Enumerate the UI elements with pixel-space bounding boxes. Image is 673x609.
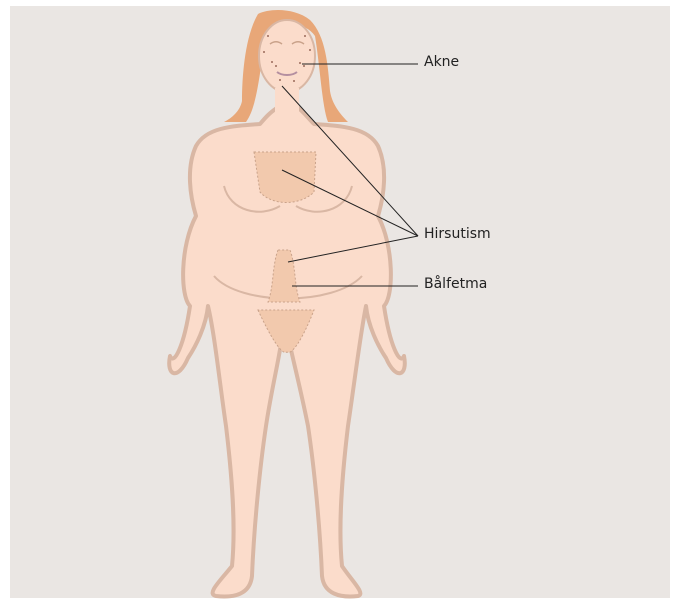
body-illustration (10, 6, 673, 609)
figure-panel: Akne Hirsutism Bålfetma (10, 6, 670, 598)
label-hirsutism: Hirsutism (424, 226, 491, 242)
label-acne: Akne (424, 54, 459, 70)
head (259, 20, 315, 92)
label-obesity: Bålfetma (424, 276, 487, 292)
chest-hair (254, 152, 316, 203)
